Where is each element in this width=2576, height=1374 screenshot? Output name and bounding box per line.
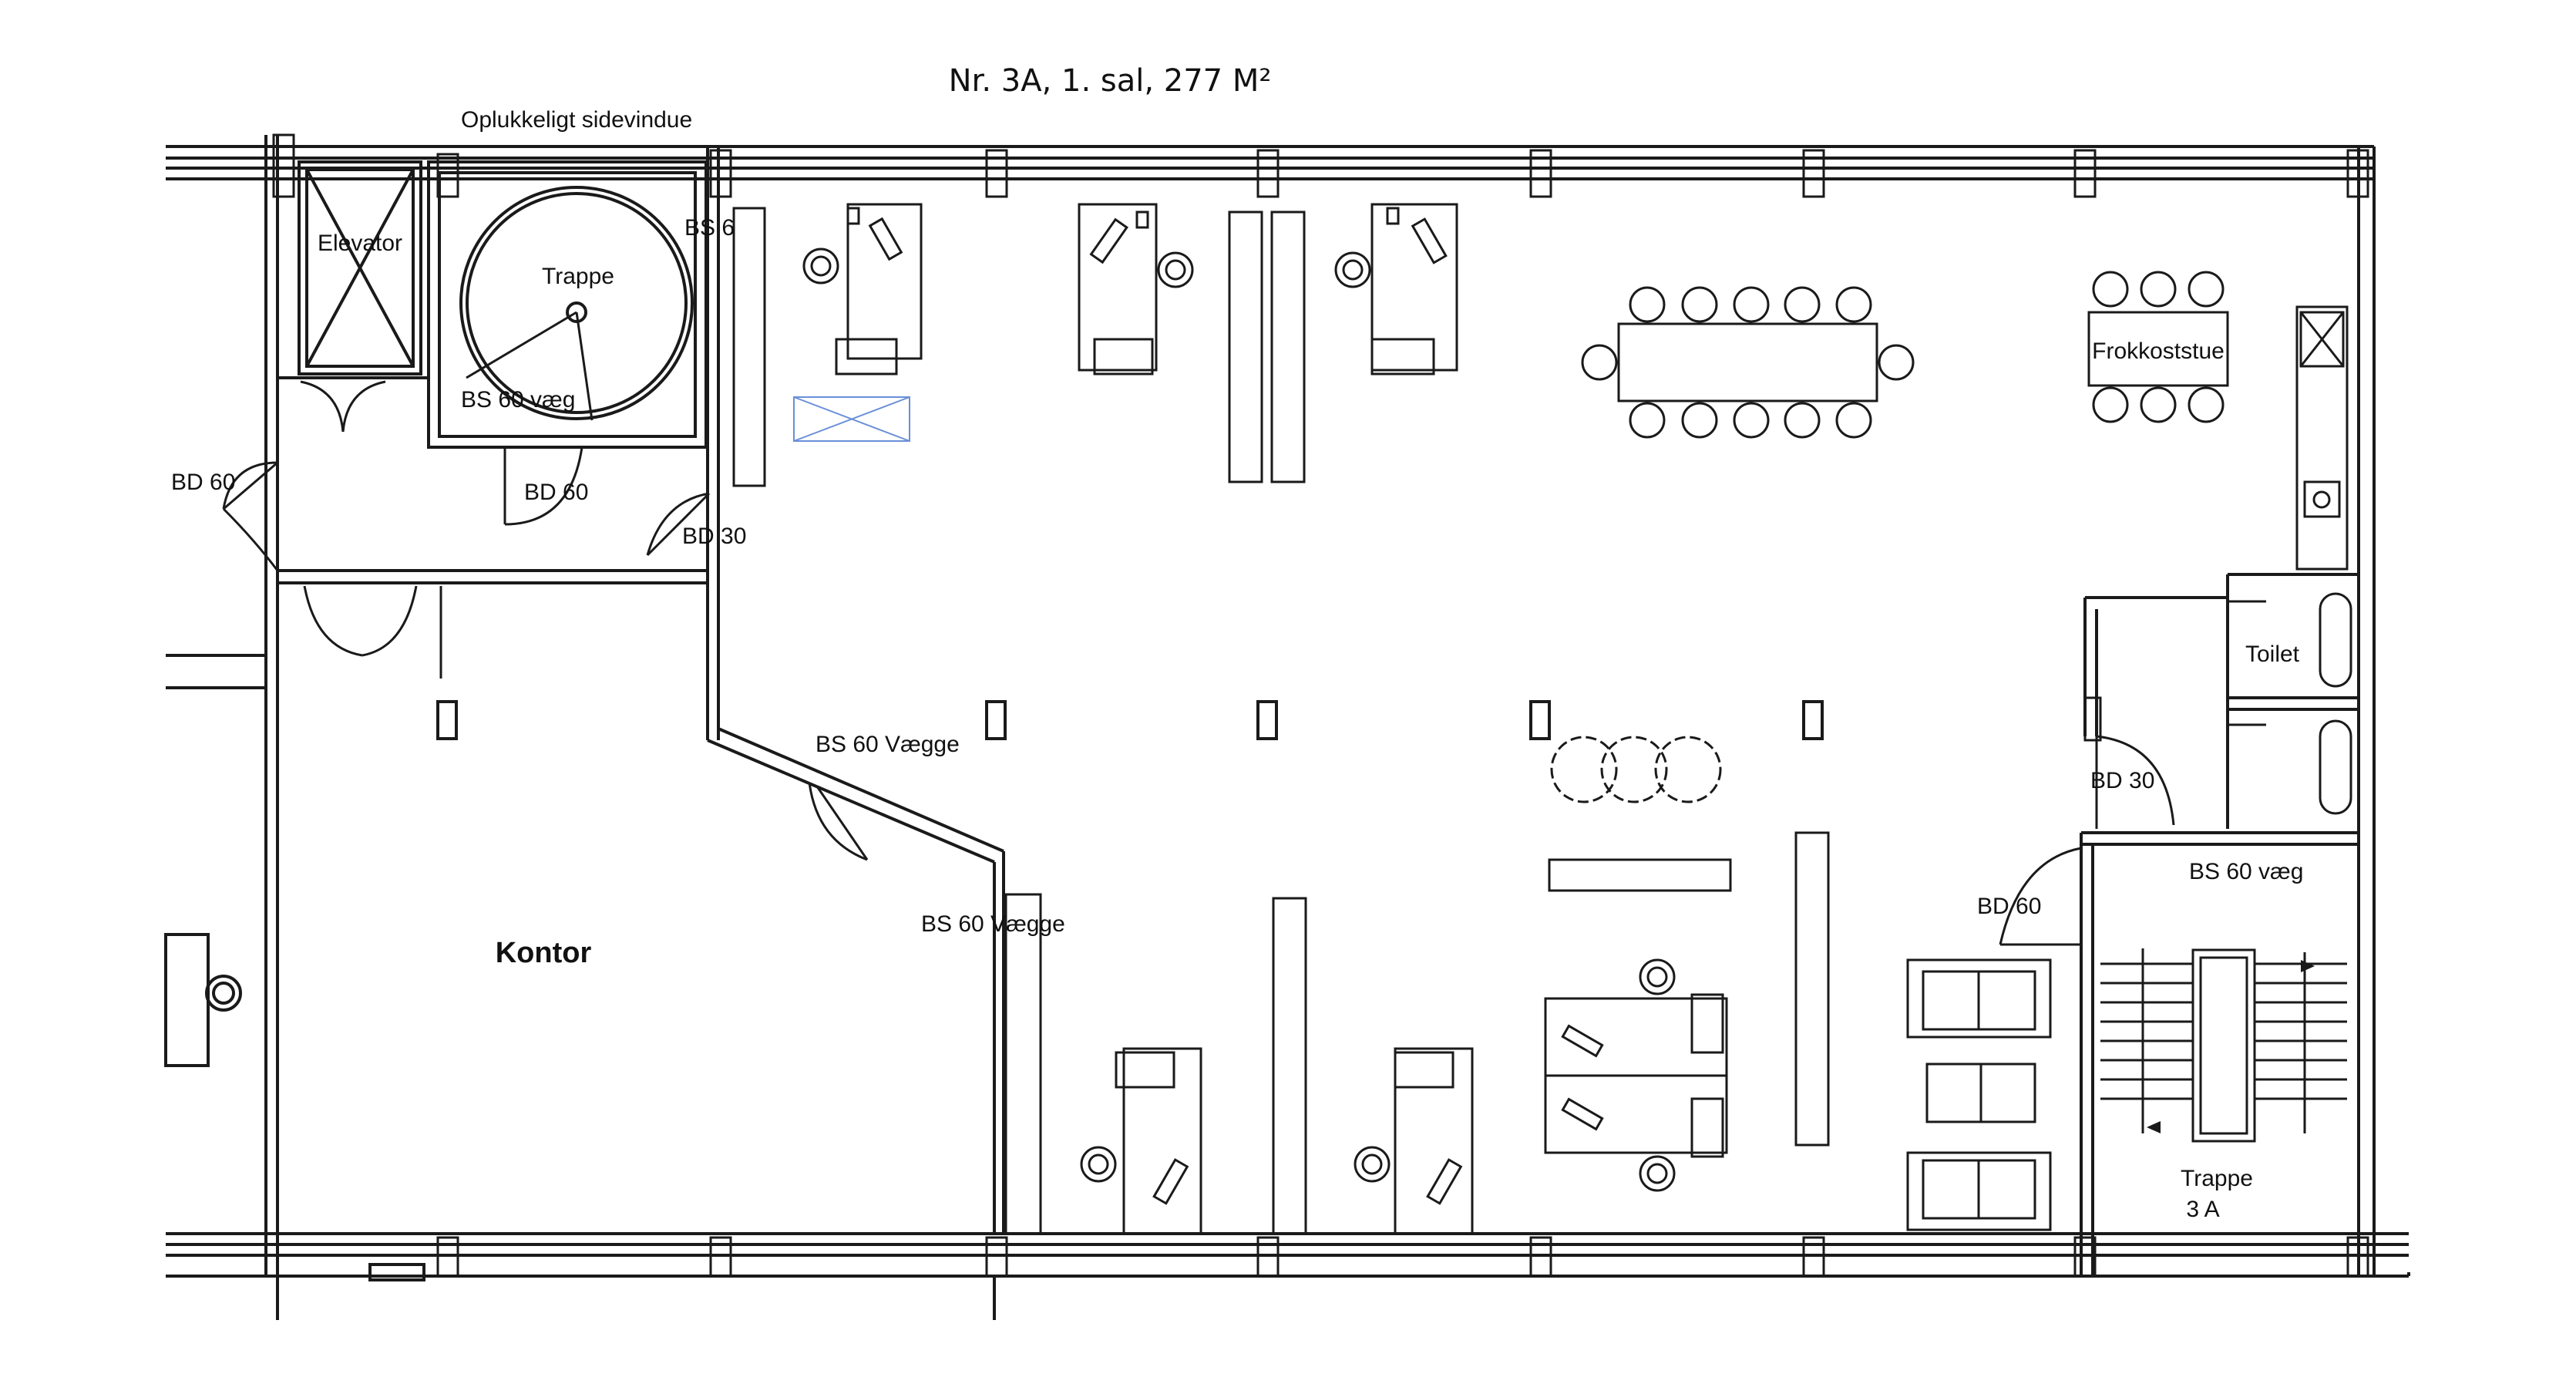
stair-round-label: Trappe	[542, 264, 614, 289]
lunch-table	[2087, 271, 2229, 423]
plants	[1550, 736, 1722, 803]
meeting-chairs	[1581, 286, 1915, 439]
elevator-lobby	[222, 376, 711, 679]
bs60-vaegge-label-1: BS 60 Vægge	[816, 732, 960, 757]
shelves-center	[1272, 831, 1830, 1235]
meeting-table	[1581, 286, 1915, 439]
bd60-left-label: BD 60	[171, 470, 235, 495]
marked-area	[793, 396, 910, 442]
kontor-walls	[707, 727, 1042, 1235]
toilets	[2083, 573, 2359, 829]
workstation-top-3	[1334, 203, 1458, 375]
stair-3a	[1999, 831, 2359, 1276]
facade-posts	[272, 133, 2369, 1278]
bs60-vaeg-right-label: BS 60 væg	[2189, 859, 2303, 884]
elevator-shaft	[298, 160, 422, 375]
bd30-top-label: BD 30	[682, 524, 746, 549]
kontor-label: Kontor	[496, 937, 592, 969]
shelving-top	[1228, 210, 1306, 483]
bd60-stair-label: BD 60	[524, 480, 588, 505]
workstation-bottom-2	[1354, 1047, 1474, 1235]
elevator-label: Elevator	[318, 231, 402, 256]
workstation-bottom-1	[1080, 1047, 1202, 1235]
kitchen	[2295, 305, 2349, 571]
window-label: Oplukkeligt sidevindue	[461, 107, 692, 133]
plan-title: Nr. 3A, 1. sal, 277 M²	[949, 63, 1272, 99]
workstation-top-2	[1078, 203, 1194, 375]
toilet-label: Toilet	[2245, 642, 2300, 667]
bs60-vaegge-label-2: BS 60 Vægge	[921, 911, 1065, 937]
trappe-3a-label-line1: Trappe	[2181, 1166, 2253, 1191]
bd30-right-label: BD 30	[2090, 768, 2154, 793]
workstation-top-1	[802, 203, 923, 375]
columns	[436, 700, 1824, 740]
core-wall	[706, 146, 766, 740]
bs60-vaeg-stair-label: BS 60 væg	[461, 387, 575, 413]
workstation-cluster	[1544, 958, 1728, 1192]
bd60-right-label: BD 60	[1977, 894, 2041, 919]
exterior-walls	[164, 135, 2410, 1320]
bs-top-label: BS 6	[684, 215, 735, 241]
stair-core	[427, 160, 708, 449]
frokoststue-label: Frokkoststue	[2092, 338, 2225, 364]
trappe-3a-label-line2: 3 A	[2186, 1197, 2219, 1222]
lounge	[1906, 958, 2052, 1231]
